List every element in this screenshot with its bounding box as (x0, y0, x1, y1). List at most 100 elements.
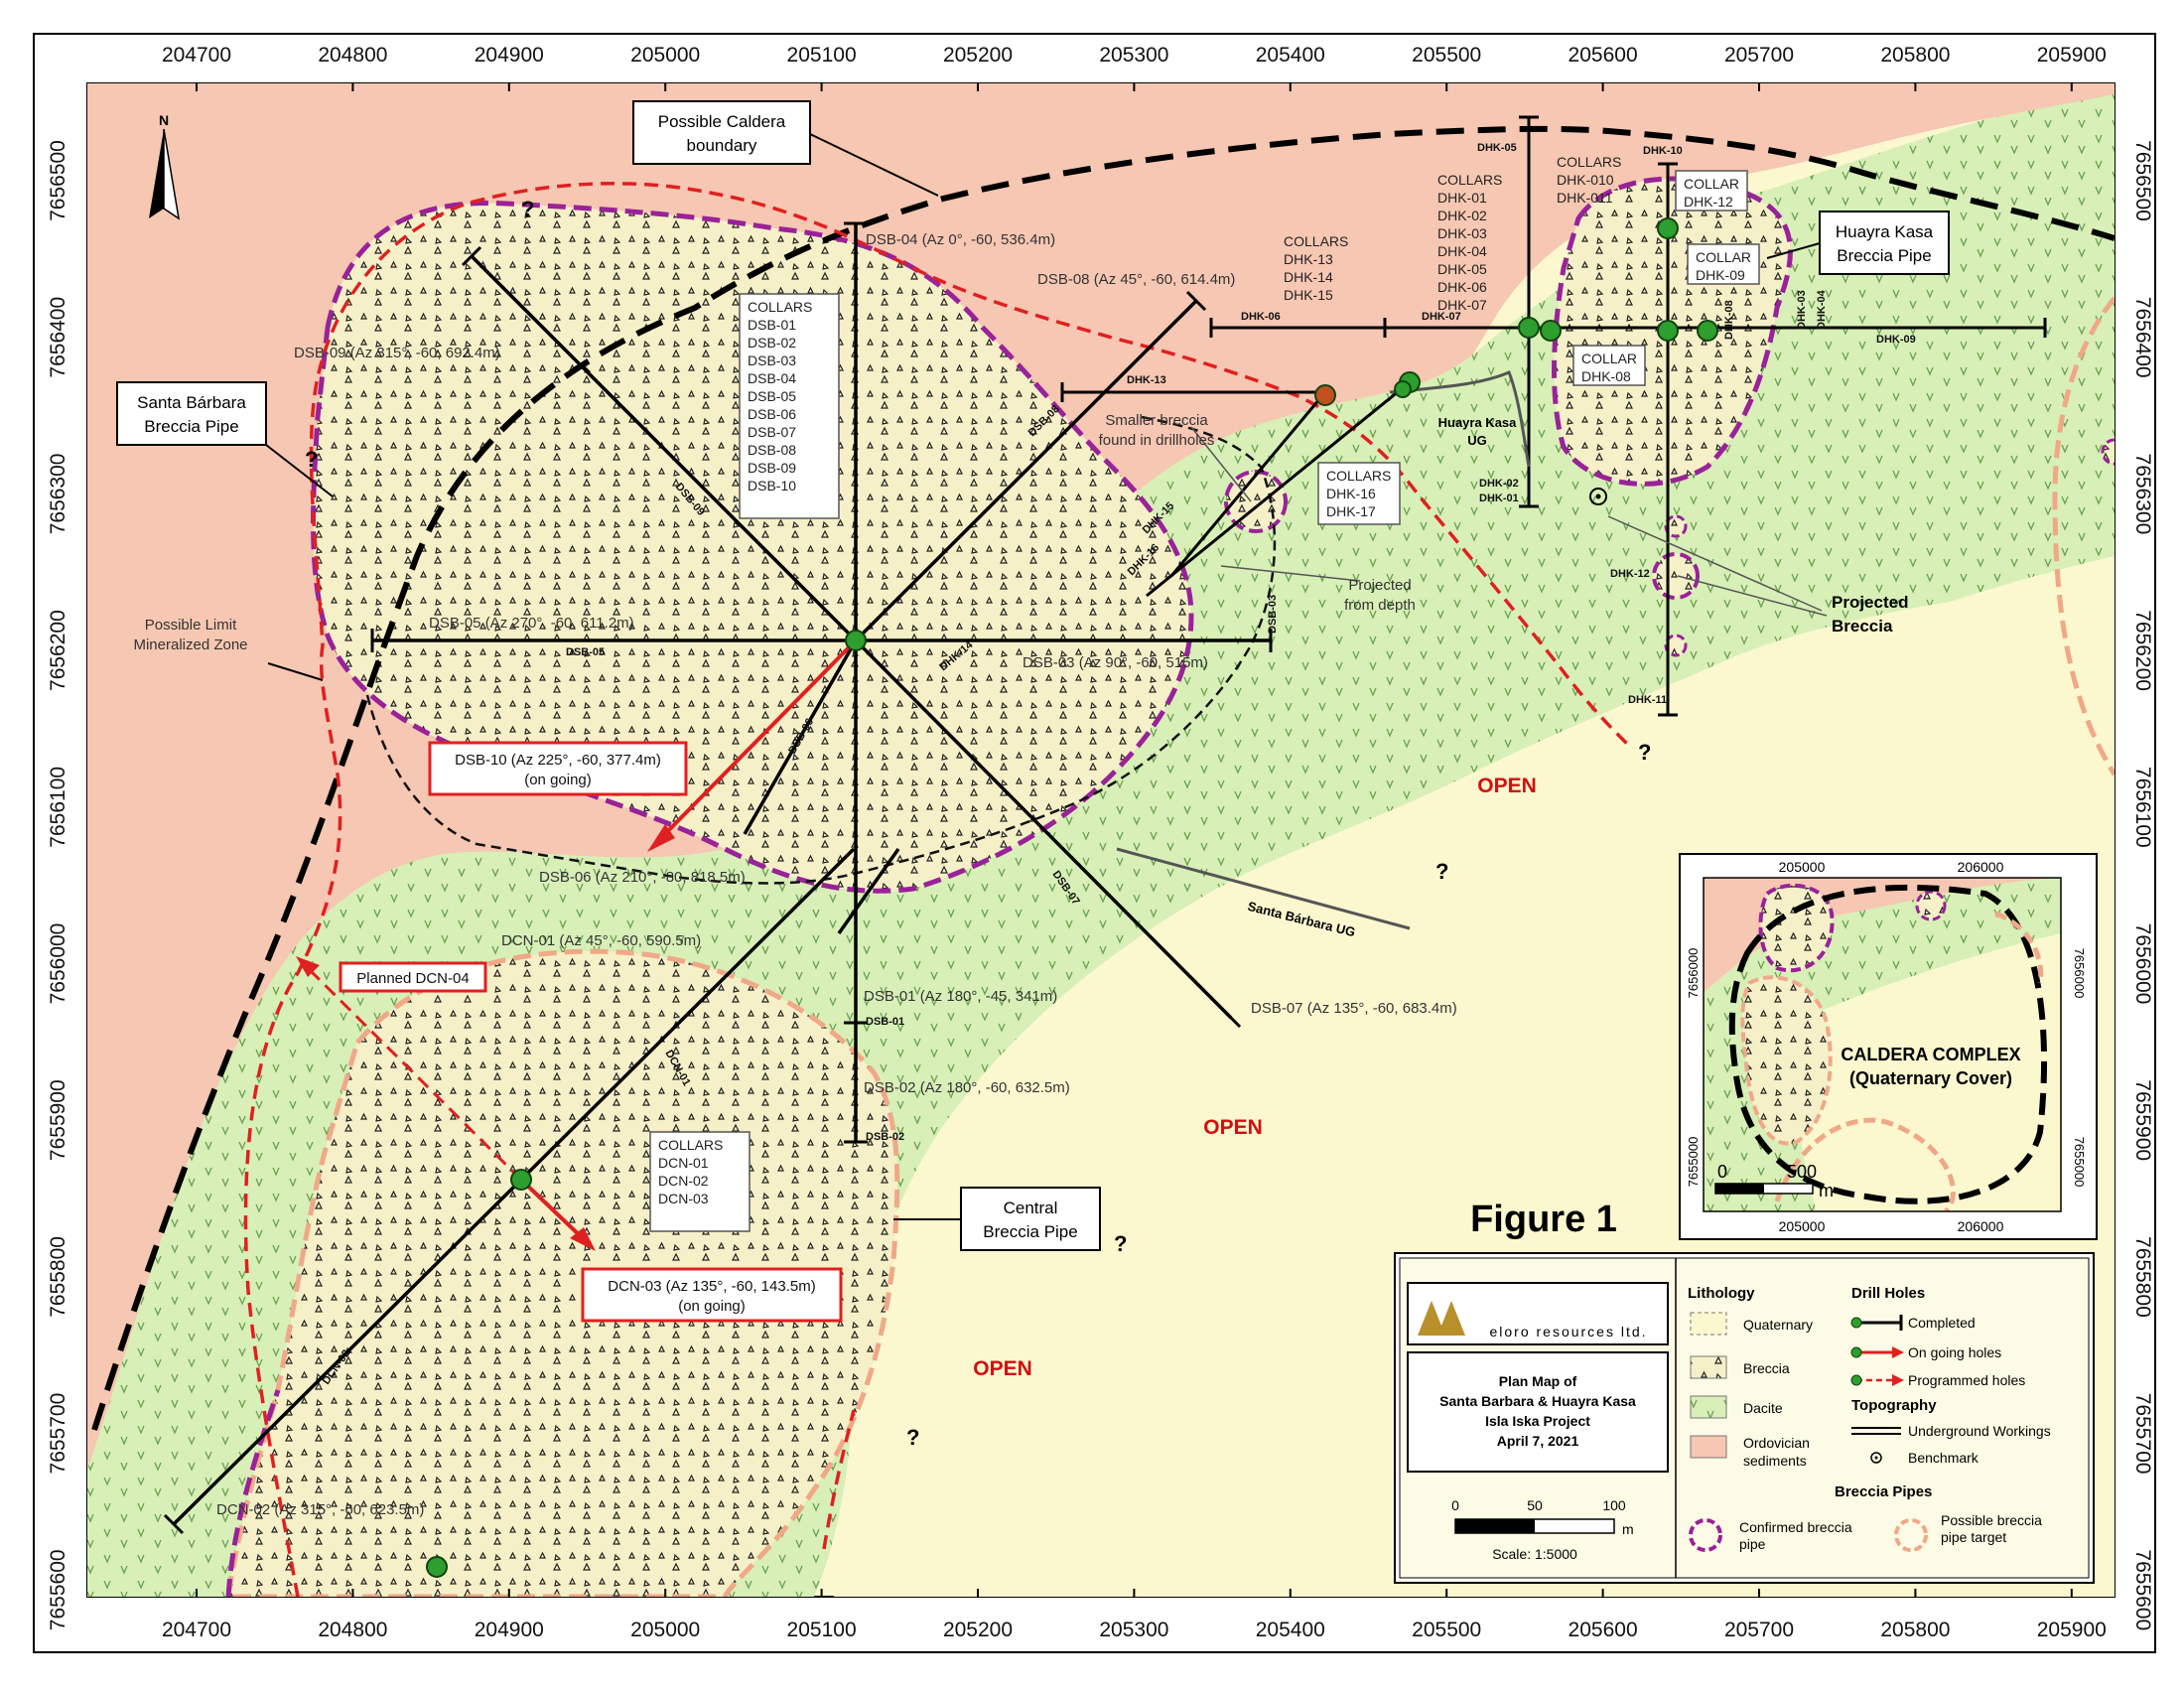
collar-line: DHK-05 (1437, 261, 1487, 277)
central-line2: Breccia Pipe (983, 1222, 1077, 1241)
logo-text: eloro resources ltd. (1489, 1324, 1647, 1340)
question-mark: ? (906, 1425, 919, 1450)
proj-depth-line2: from depth (1344, 597, 1416, 614)
open-label-1: OPEN (1477, 775, 1537, 797)
caldera-boundary (91, 125, 2115, 1431)
hole-label-dsb01: DSB-01 (Az 180°, -45, 341m) (864, 988, 1057, 1005)
possible-limit-mineralized-zone (243, 182, 1630, 1597)
planned-box: Planned DCN-04 (339, 961, 487, 993)
legend-possible-1: Possible breccia (1941, 1512, 2042, 1528)
legend-dacite: Dacite (1743, 1400, 1783, 1416)
legend-quaternary: Quaternary (1743, 1317, 1813, 1333)
hole-label-dsb04: DSB-04 (Az 0°, -60, 536.4m) (866, 231, 1055, 248)
collar-line: DHK-03 (1437, 225, 1487, 241)
plan-title-1: Plan Map of (1499, 1373, 1577, 1389)
small-label-dhk07: DHK-07 (1422, 311, 1461, 323)
dhk-drill-holes (1060, 115, 2047, 717)
collar-line: DHK-01 (1437, 190, 1487, 206)
legend-drill-holes: Drill Holes (1851, 1285, 1925, 1302)
y-tick-label: 7656300 (2131, 454, 2154, 535)
hole-labels: DSB-04 (Az 0°, -60, 536.4m) DSB-08 (Az 45… (216, 231, 1457, 1518)
planned-label: Planned DCN-04 (356, 970, 469, 987)
collar-line: DSB-10 (748, 478, 796, 494)
y-tick-label: 7656000 (47, 923, 69, 1005)
collar-line: DSB-06 (748, 406, 796, 422)
small-label-dhk13: DHK-13 (1127, 374, 1166, 386)
legend-dacite-swatch (1690, 1395, 1727, 1419)
y-tick-label: 7655600 (47, 1549, 69, 1630)
small-label-dhk01: DHK-01 (1479, 493, 1519, 504)
collar-line: DSB-01 (748, 317, 796, 333)
santa-barbara-ug (1116, 847, 1411, 930)
dcn03-line2: (on going) (678, 1298, 746, 1315)
sb-line2: Breccia Pipe (144, 417, 238, 436)
small-breccia (1224, 470, 1288, 533)
central-breccia-pipe (225, 948, 900, 1597)
x-tick-label: 205300 (1099, 1619, 1168, 1641)
caldera-line2: boundary (687, 136, 757, 155)
small-label-dhk06: DHK-06 (1241, 311, 1281, 323)
collar-line: DSB-09 (748, 460, 796, 476)
collar-line: COLLARS (658, 1137, 723, 1153)
smaller-line2: found in drillholes (1099, 432, 1215, 449)
y-tick-label: 7656500 (47, 140, 69, 221)
y-tick-label: 7655600 (2131, 1549, 2154, 1630)
y-tick-label: 7656300 (47, 454, 69, 535)
collar-box-dhk01: COLLARSDHK-01DHK-02DHK-03DHK-04DHK-05DHK… (1437, 172, 1502, 313)
limit-line1: Possible Limit (145, 617, 237, 634)
open-label-2: OPEN (1203, 1116, 1263, 1139)
smaller-line1: Smaller breccia (1105, 412, 1208, 429)
legend-possible-icon (1894, 1518, 1928, 1552)
collar-line: DHK-010 (1557, 172, 1614, 188)
y-tick-label: 7655800 (2131, 1236, 2154, 1318)
inset-xtick-bot-2: 206000 (1958, 1218, 2004, 1234)
small-label-dhk05: DHK-05 (1477, 142, 1517, 154)
legend-ordovician-1: Ordovician (1743, 1435, 1810, 1451)
x-tick-label: 204700 (162, 1619, 231, 1641)
collar-line: DHK-12 (1684, 194, 1733, 210)
small-label-dhk11: DHK-11 (1628, 694, 1667, 706)
legend-breccia-swatch (1690, 1355, 1727, 1379)
y-tick-label: 7655700 (47, 1393, 69, 1475)
callout-central: Central Breccia Pipe (893, 1187, 1101, 1251)
y-tick-label: 7656200 (2131, 610, 2154, 691)
y-tick-label: 7656400 (2131, 297, 2154, 378)
collar-line: DHK-07 (1437, 297, 1487, 313)
x-tick-label: 205600 (1569, 1619, 1638, 1641)
dsb-drill-holes (172, 223, 1271, 1526)
x-tick-label: 205100 (787, 44, 857, 67)
dcn03-ongoing (519, 1178, 588, 1243)
hk-ug-line1: Huayra Kasa (1438, 415, 1518, 430)
collar-box-dsb: COLLARSDSB-01DSB-02DSB-03DSB-04DSB-05DSB… (739, 293, 840, 519)
dcn03-box: DCN-03 (Az 135°, -60, 143.5m) (on going) (581, 1267, 843, 1323)
question-mark: ? (1114, 1231, 1127, 1256)
dcn04-planned (301, 961, 523, 1182)
hk-line1: Huayra Kasa (1836, 222, 1934, 241)
collar-line: DHK-09 (1696, 267, 1745, 283)
hole-label-dsb08: DSB-08 (Az 45°, -60, 614.4m) (1037, 271, 1235, 288)
inset-xtick-top-1: 205000 (1779, 859, 1826, 875)
hole-label-dcn02: DCN-02 (Az 315°, -60, 623.5m) (216, 1501, 424, 1518)
collar-line: DSB-08 (748, 442, 796, 458)
y-tick-label: 7656100 (47, 767, 69, 848)
plan-title-box (1407, 1351, 1669, 1473)
collar-line: DSB-07 (748, 424, 796, 440)
projected-line2: Breccia (1832, 617, 1893, 635)
question-mark: ? (305, 447, 318, 472)
inset-title-2: (Quaternary Cover) (1849, 1068, 2012, 1088)
y-tick-label: 7656000 (2131, 923, 2154, 1005)
legend-confirmed-icon (1689, 1518, 1722, 1552)
possible-breccia-target (2052, 296, 2115, 776)
x-tick-label: 205400 (1256, 44, 1325, 67)
small-breccia (1652, 552, 1700, 600)
inset-map: 205000 206000 205000 206000 7656000 7655… (1679, 853, 2098, 1240)
figure-label: Figure 1 (1470, 1199, 1617, 1240)
x-tick-label: 205300 (1099, 44, 1168, 67)
y-axis-left: 7656500765640076563007656200765610076560… (47, 140, 69, 1630)
